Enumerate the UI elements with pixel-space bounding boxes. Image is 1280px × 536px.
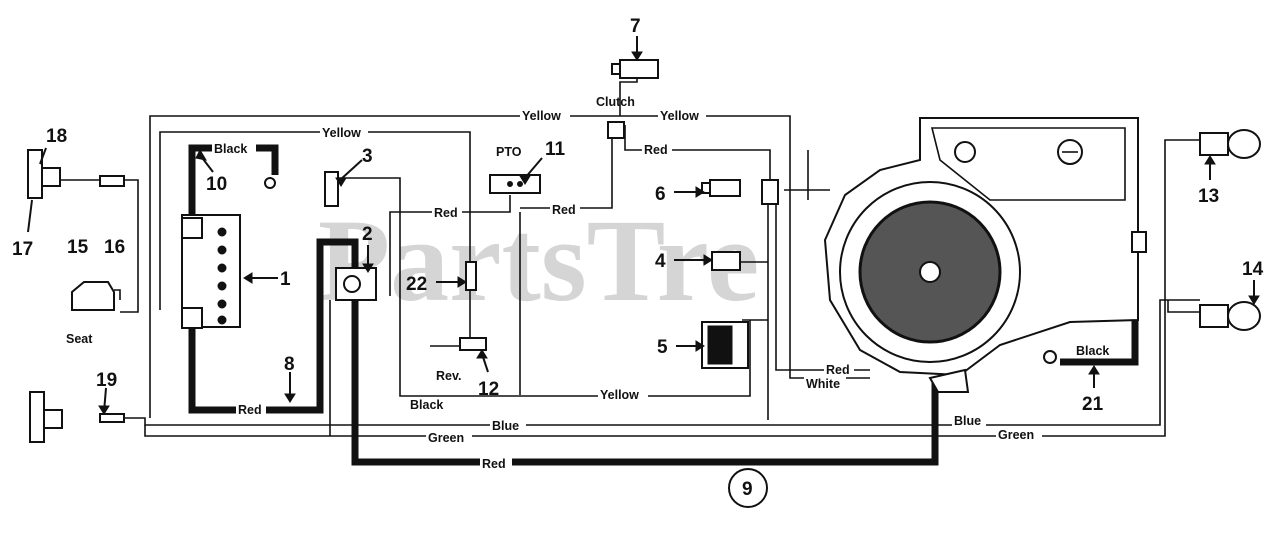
wire-green-right: Green (998, 428, 1034, 442)
callout-4: 4 (655, 251, 666, 272)
callout-13: 13 (1198, 186, 1219, 207)
wire-yellow-second: Yellow (322, 126, 361, 140)
callout-2: 2 (362, 224, 373, 245)
wire-blue-right: Blue (954, 414, 981, 428)
taillight-14 (1199, 301, 1261, 331)
callout-11: 11 (545, 139, 566, 160)
engine (823, 117, 1147, 393)
callout-9: 9 (742, 479, 753, 500)
label-seat: Seat (66, 332, 93, 346)
label-clutch: Clutch (596, 95, 635, 109)
callout-12: 12 (478, 379, 499, 400)
callout-9-circle (728, 468, 768, 508)
callout-1: 1 (280, 269, 291, 290)
wire-labels: Yellow Yellow Yellow Black Red Red Red R… (212, 108, 1116, 471)
wire-red-clutch: Red (644, 143, 668, 157)
callout-14: 14 (1242, 259, 1264, 280)
wire-red-battery: Red (238, 403, 262, 417)
callout-17: 17 (12, 239, 33, 260)
diode (465, 261, 477, 291)
wire-red-engine: Red (826, 363, 850, 377)
label-pto: PTO (496, 145, 522, 159)
callout-19: 19 (96, 370, 117, 391)
label-rev: Rev. (436, 369, 461, 383)
callout-16: 16 (104, 237, 125, 258)
ignition-switch (324, 171, 339, 207)
callout-6: 6 (655, 184, 666, 205)
callout-10: 10 (206, 174, 227, 195)
clutch-connector (607, 121, 625, 139)
headlight-bottom (29, 391, 125, 443)
battery (181, 177, 276, 329)
wire-yellow-top-left: Yellow (522, 109, 561, 123)
solenoid (335, 267, 377, 301)
wire-red-main: Red (482, 457, 506, 471)
wire-red-pto: Red (434, 206, 458, 220)
callout-15: 15 (67, 237, 89, 258)
reverse-switch (430, 337, 487, 351)
wire-yellow-bottom: Yellow (600, 388, 639, 402)
regulator (701, 321, 749, 369)
callout-5: 5 (657, 337, 668, 358)
wire-green-bottom: Green (428, 431, 464, 445)
clutch-switch (611, 59, 659, 79)
callout-7: 7 (630, 16, 641, 37)
wire-black-bottom: Black (410, 398, 443, 412)
callout-22: 22 (406, 274, 427, 295)
wire-black-engine: Black (1076, 344, 1109, 358)
wire-white-engine: White (806, 377, 840, 391)
relay-switch (711, 251, 741, 271)
wire-yellow-top-right: Yellow (660, 109, 699, 123)
taillight-13 (1199, 129, 1261, 159)
fuse (701, 179, 741, 197)
seat-switch (71, 281, 121, 311)
headlight-left (27, 149, 125, 199)
wire-blue-bottom: Blue (492, 419, 519, 433)
callout-21: 21 (1082, 394, 1104, 415)
callout-8: 8 (284, 354, 295, 375)
wire-red-mid: Red (552, 203, 576, 217)
callout-18: 18 (46, 126, 67, 147)
callout-arrows (27, 36, 1260, 415)
callout-3: 3 (362, 146, 373, 167)
component-labels: Seat PTO Clutch Rev. (66, 95, 635, 383)
connector-block (761, 179, 779, 205)
callout-numbers: 1 2 3 4 5 6 7 8 9 10 11 12 13 14 15 16 1… (12, 16, 1264, 500)
wire-black-battery: Black (214, 142, 247, 156)
pto-switch (489, 174, 541, 194)
